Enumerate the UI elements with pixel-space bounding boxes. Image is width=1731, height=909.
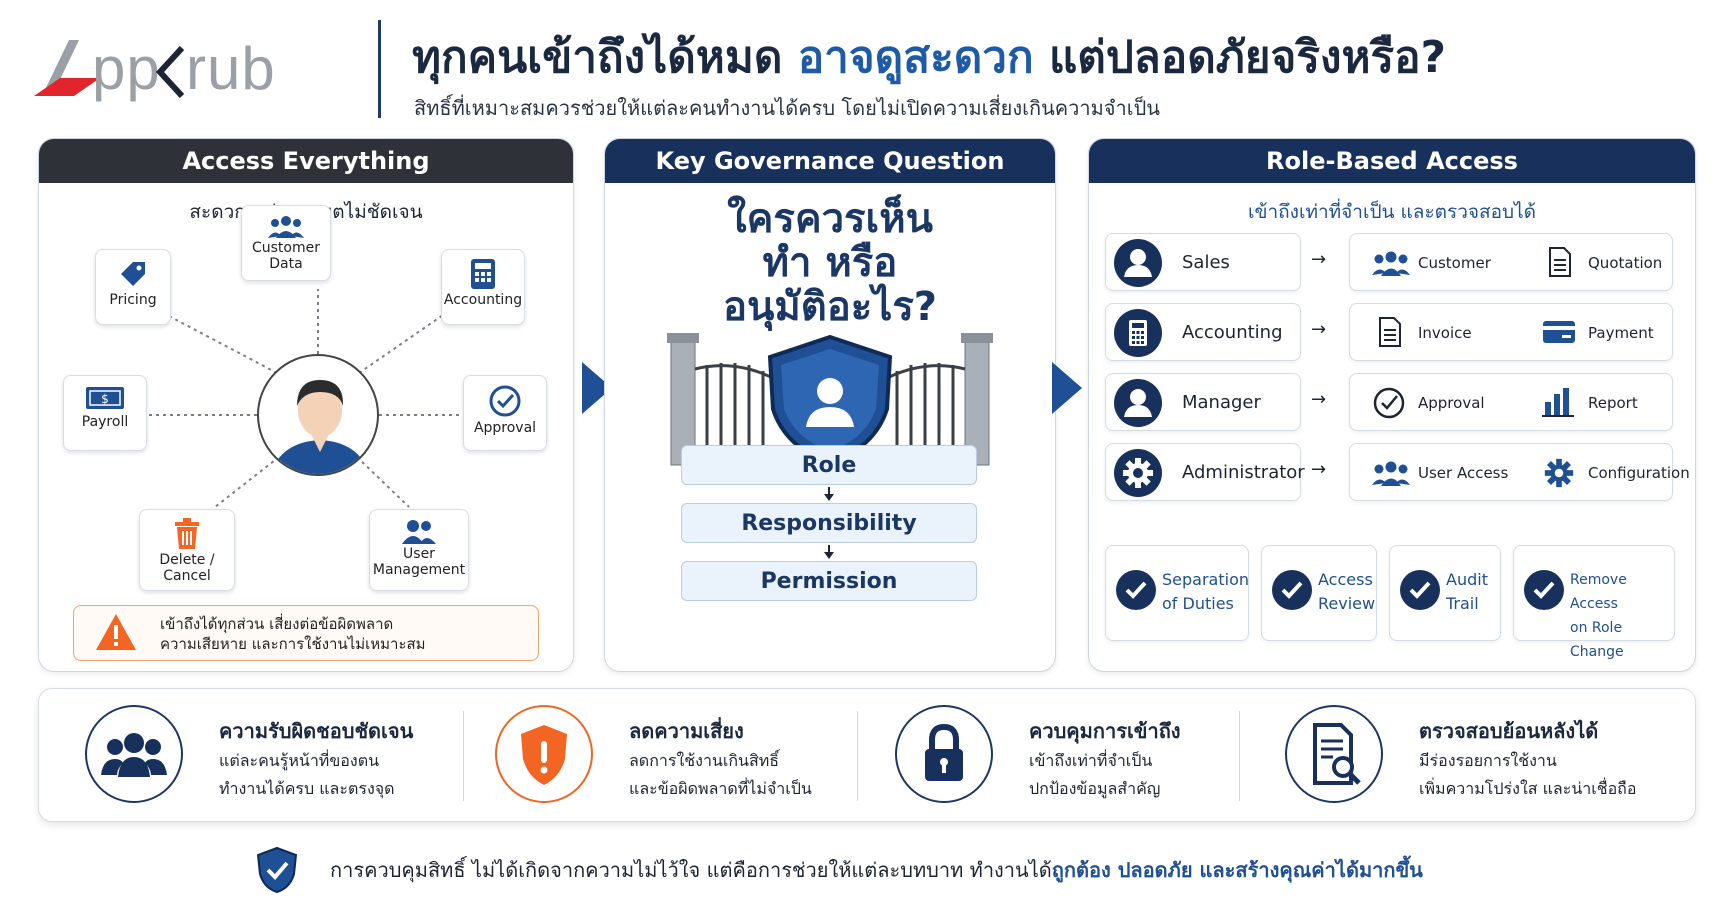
panel-header: Role-Based Access [1089, 139, 1695, 183]
node-pricing: Pricing [95, 249, 171, 325]
panel-key-governance: Key Governance Question ใครควรเห็น ทำ หร… [604, 138, 1056, 672]
team-icon [101, 733, 167, 777]
shield-alert-icon [521, 725, 567, 785]
footer-text-emphasis: ถูกต้อง ปลอดภัย และสร้างคุณค่าได้มากขึ้น [1051, 858, 1423, 882]
perm-card-administrator: User Access Configuration [1349, 443, 1690, 501]
header-divider [378, 20, 381, 118]
shield-check-icon [256, 846, 298, 894]
warning-triangle-icon [96, 614, 136, 650]
logo-mark-icon [34, 40, 100, 96]
benefit-divider [857, 711, 858, 801]
benefit-divider [1239, 711, 1240, 801]
panel-role-based-access: Role-Based Access เข้าถึงเท่าที่จำเป็น แ… [1088, 138, 1696, 672]
bar-chart-icon [1542, 388, 1574, 417]
arrow-right-icon: → [1311, 389, 1327, 410]
warning-line-2: ความเสียหาย และการใช้งานไม่เหมาะสม [160, 635, 426, 653]
arrow-right-icon: → [1311, 319, 1327, 340]
benefit-access-control: ควบคุมการเข้าถึง เข้าถึงเท่าที่จำเป็นปกป… [849, 689, 1249, 823]
gear-icon [1123, 458, 1153, 488]
node-user-management: User Management [369, 509, 469, 591]
logo-bracket-icon [155, 45, 185, 99]
node-approval: Approval [463, 375, 547, 451]
people-icon [1372, 251, 1410, 276]
benefit-divider [463, 711, 464, 801]
role-card-accounting: Accounting [1105, 303, 1301, 361]
page-subtitle: สิทธิ์ที่เหมาะสมควรช่วยให้แต่ละคนทำงานได… [414, 96, 1160, 120]
footer-text: การควบคุมสิทธิ์ ไม่ได้เกิดจากความไม่ไว้ใ… [330, 858, 1052, 882]
calculator-icon [471, 259, 495, 289]
node-delete-cancel: Delete / Cancel [139, 509, 235, 591]
trash-icon [175, 518, 199, 549]
role-card-manager: Manager [1105, 373, 1301, 431]
panel-header: Access Everything [39, 139, 573, 183]
panel-header: Key Governance Question [605, 139, 1055, 183]
users-icon [402, 520, 436, 544]
warning-box: เข้าถึงได้ทุกส่วน เสี่ยงต่อข้อผิดพลาด คว… [73, 605, 539, 661]
footer-statement: การควบคุมสิทธิ์ ไม่ได้เกิดจากความไม่ไว้ใ… [254, 846, 1554, 894]
perm-card-sales: Customer Quotation [1349, 233, 1673, 291]
perm-card-accounting: Invoice Payment [1349, 303, 1673, 361]
role-card-administrator: Administrator [1105, 443, 1305, 501]
user-icon [1124, 389, 1152, 417]
person-icon [270, 380, 370, 474]
people-icon [1372, 461, 1410, 486]
document-icon [1549, 247, 1571, 277]
svg-text:$: $ [101, 392, 109, 406]
governance-question: ใครควรเห็น ทำ หรือ อนุมัติอะไร? [722, 196, 938, 330]
check-icon [1409, 581, 1431, 599]
check-circle-icon [489, 385, 521, 417]
arrow-down-icon [824, 487, 834, 501]
check-icon [1281, 581, 1303, 599]
check-icon [1125, 581, 1147, 599]
benefit-auditability: ตรวจสอบย้อนหลังได้ มีร่องรอยการใช้งานเพิ… [1239, 689, 1679, 823]
warning-line-1: เข้าถึงได้ทุกส่วน เสี่ยงต่อข้อผิดพลาด [160, 615, 394, 633]
brand-logo: pp rub [34, 26, 334, 106]
arrow-right-icon: → [1311, 249, 1327, 270]
flow-step-permission: Permission [681, 561, 977, 601]
role-card-sales: Sales [1105, 233, 1301, 291]
price-tag-icon [121, 262, 145, 286]
lock-icon [925, 723, 963, 781]
card-icon [1543, 321, 1575, 343]
flow-step-role: Role [681, 445, 977, 485]
calculator-icon [1129, 320, 1147, 346]
person-avatar [257, 354, 379, 476]
benefit-clear-responsibility: ความรับผิดชอบชัดเจน แต่ละคนรู้หน้าที่ของ… [39, 689, 449, 823]
gear-icon [1544, 458, 1574, 488]
benefit-reduce-risk: ลดความเสี่ยง ลดการใช้งานเกินสิทธิ์และข้อ… [449, 689, 849, 823]
panel-access-everything: Access Everything สะดวก แต่ขอบเขตไม่ชัดเ… [38, 138, 574, 672]
node-customer-data: Customer Data [241, 205, 331, 281]
document-icon [1379, 317, 1401, 347]
check-circle-icon [1373, 387, 1405, 419]
node-payroll: $ Payroll [63, 375, 147, 451]
page-title: ทุกคนเข้าถึงได้หมด อาจดูสะดวก แต่ปลอดภัย… [412, 32, 1447, 83]
panel-subtitle: เข้าถึงเท่าที่จำเป็น และตรวจสอบได้ [1248, 201, 1536, 223]
banknote-icon: $ [86, 387, 124, 409]
people-icon [268, 216, 304, 238]
flow-step-responsibility: Responsibility [681, 503, 977, 543]
node-accounting: Accounting [441, 249, 525, 325]
arrow-right-icon: → [1311, 459, 1327, 480]
perm-card-manager: Approval Report [1349, 373, 1673, 431]
user-icon [1124, 249, 1152, 277]
document-search-icon [1313, 723, 1361, 785]
check-icon [1533, 581, 1555, 599]
flow-arrow-right-icon [1052, 362, 1082, 414]
benefits-bar: ความรับผิดชอบชัดเจน แต่ละคนรู้หน้าที่ของ… [38, 688, 1696, 822]
hub-connector-lines [139, 289, 461, 508]
arrow-down-icon [824, 545, 834, 559]
